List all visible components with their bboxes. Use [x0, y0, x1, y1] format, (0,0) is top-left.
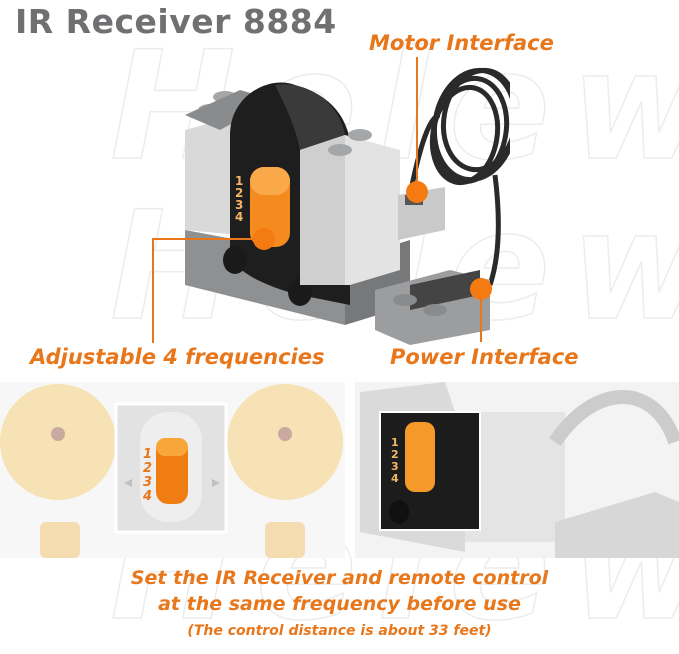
svg-text:3: 3 [391, 460, 399, 473]
svg-text:3: 3 [143, 475, 152, 490]
power-interface-leader-line [480, 298, 482, 342]
power-interface-marker [470, 278, 492, 300]
instruction-line-1: Set the IR Receiver and remote control [130, 567, 549, 589]
adjustable-frequencies-label: Adjustable 4 frequencies [30, 345, 325, 369]
frequency-numbers: 1 2 3 4 [235, 174, 243, 224]
frequency-leader-line-horizontal [152, 238, 262, 240]
motor-interface-leader-line [416, 57, 418, 182]
cable-icon [407, 67, 510, 286]
svg-text:2: 2 [143, 461, 152, 476]
motor-interface-marker [406, 181, 428, 203]
svg-text:2: 2 [235, 186, 243, 200]
frequency-switch-marker [253, 228, 275, 250]
frequency-leader-line-vertical [152, 238, 154, 343]
power-interface-label: Power Interface [390, 345, 579, 369]
svg-text:3: 3 [235, 198, 243, 212]
svg-text:4: 4 [391, 472, 399, 485]
ir-receiver-illustration: 1 2 3 4 [185, 67, 510, 345]
product-title: IR Receiver 8884 [15, 2, 337, 41]
svg-text:1: 1 [143, 447, 152, 462]
remote-control-closeup: 1 2 3 4 [0, 382, 345, 558]
receiver-closeup: 1 2 3 4 [355, 382, 679, 558]
svg-text:1: 1 [235, 174, 243, 188]
svg-text:2: 2 [391, 448, 399, 461]
distance-note: (The control distance is about 33 feet) [187, 623, 492, 639]
instruction-line-2: at the same frequency before use [158, 593, 521, 615]
svg-text:4: 4 [142, 489, 152, 504]
svg-text:4: 4 [235, 210, 243, 224]
motor-interface-label: Motor Interface [369, 31, 554, 55]
svg-text:1: 1 [391, 436, 399, 449]
